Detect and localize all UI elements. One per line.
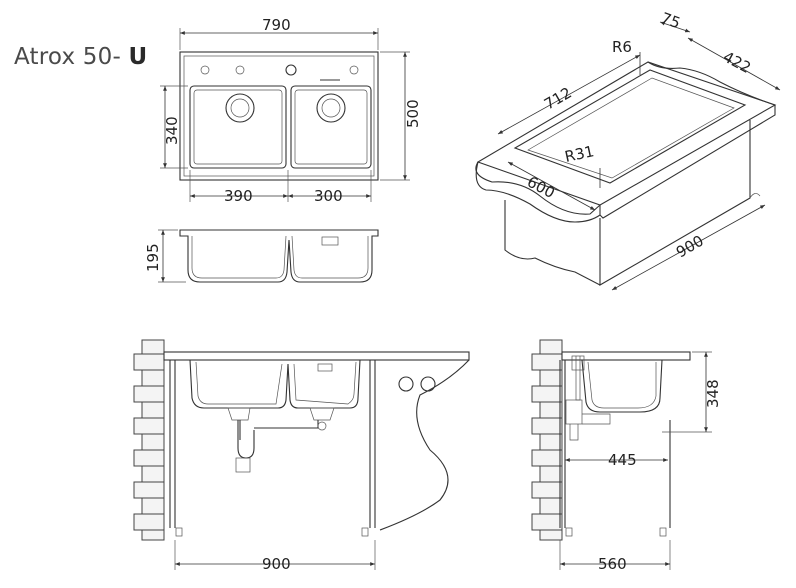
dim-iso-cabinet: 900 (673, 232, 707, 262)
side-install-view: 348 445 560 (531, 339, 722, 573)
dim-left-bowl: 390 (224, 187, 253, 205)
dim-cabinet-width: 900 (262, 555, 291, 573)
model-variant: U (128, 44, 148, 70)
dim-edge: 75 (659, 9, 683, 32)
front-install-view: 900 (133, 339, 470, 573)
model-title: Atrox 50- U (14, 44, 147, 70)
dim-install-offset: 445 (608, 451, 637, 469)
iso-view: 712 R6 75 422 600 R31 900 (475, 9, 781, 291)
brick-wall-right (531, 339, 563, 541)
dim-width: 790 (262, 16, 291, 34)
model-name: Atrox 50- (14, 44, 121, 70)
dim-cabinet-depth: 560 (598, 555, 627, 573)
brick-wall-left (133, 339, 165, 541)
side-section: 195 (144, 229, 379, 283)
dim-height: 195 (144, 243, 162, 272)
top-view: 790 500 340 390 300 (160, 16, 422, 205)
dim-iso-front: 600 (524, 173, 558, 202)
dim-right-bowl: 300 (314, 187, 343, 205)
dim-radius-small: R6 (612, 38, 632, 56)
dim-radius-large: R31 (563, 142, 596, 166)
dim-bowl-depth: 340 (163, 116, 181, 145)
dim-depth: 500 (404, 99, 422, 128)
dim-iso-length: 712 (541, 84, 575, 114)
dim-install-height: 348 (704, 379, 722, 408)
